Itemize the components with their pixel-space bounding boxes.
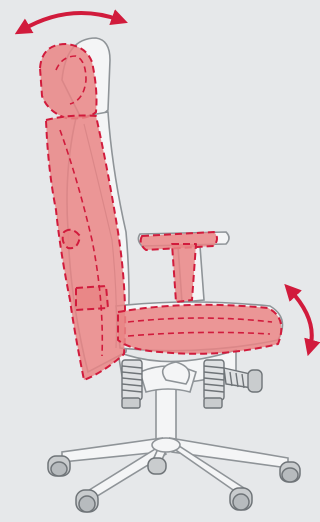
caster-right (280, 462, 300, 482)
armrest-post-highlight (172, 244, 196, 302)
headrest-highlight (40, 44, 97, 118)
gas-cylinder (156, 385, 176, 445)
curved-double-arrow-icon (22, 13, 120, 30)
curved-double-arrow-icon (290, 290, 312, 348)
caster-front-right (230, 488, 252, 510)
back-adjust-highlight (76, 286, 108, 310)
caster-left (48, 456, 70, 476)
seat-highlight (118, 305, 281, 354)
seat-mechanism (118, 350, 262, 408)
caster-front-left (76, 490, 98, 512)
base-hub (152, 438, 180, 452)
tension-knob (224, 368, 262, 392)
tilt-spring-left (122, 360, 142, 408)
tilt-spring-right (204, 360, 224, 408)
backrest-highlight (46, 116, 125, 381)
highlight-overlay (40, 44, 281, 380)
caster-back (148, 458, 166, 474)
chair-base (48, 385, 300, 512)
